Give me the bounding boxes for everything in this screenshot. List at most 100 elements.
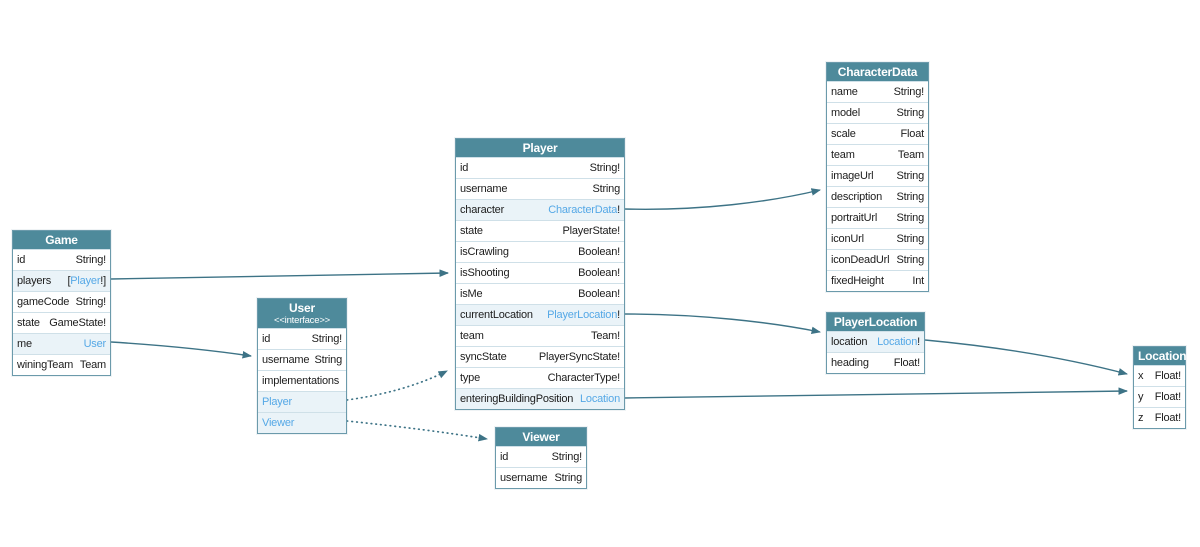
- field-name: team: [460, 330, 484, 342]
- field-row-game-players[interactable]: players[Player!]: [13, 270, 110, 291]
- type-text: !]: [100, 275, 106, 287]
- table-header-playerlocation[interactable]: PlayerLocation: [827, 313, 924, 331]
- field-type: String: [896, 212, 924, 224]
- type-text: String: [896, 212, 924, 224]
- type-link[interactable]: User: [83, 338, 107, 350]
- edge-Player.enteringBuildingPosition-to-Location: [623, 387, 1128, 399]
- field-name: username: [500, 472, 548, 484]
- type-link[interactable]: PlayerLocation: [547, 309, 618, 321]
- table-header-location[interactable]: Location: [1134, 347, 1187, 365]
- type-text: Boolean!: [578, 288, 620, 300]
- edge-PlayerLocation.location-to-Location: [924, 339, 1128, 376]
- type-text: String: [896, 191, 924, 203]
- type-text: String: [314, 354, 342, 366]
- type-link[interactable]: CharacterData: [548, 204, 618, 216]
- table-header-characterdata[interactable]: CharacterData: [827, 63, 928, 81]
- table-title: CharacterData: [837, 65, 918, 79]
- field-name: heading: [831, 357, 869, 369]
- table-header-viewer[interactable]: Viewer: [496, 428, 586, 446]
- field-type: Location!: [877, 336, 920, 348]
- table-header-player[interactable]: Player: [456, 139, 624, 157]
- field-name: x: [1138, 370, 1144, 382]
- field-name: gameCode: [17, 296, 70, 308]
- table-header-user[interactable]: User<<interface>>: [258, 299, 346, 328]
- edge-Player.currentLocation-to-PlayerLocation: [623, 313, 821, 335]
- field-row-game-gameCode[interactable]: gameCode String!: [13, 291, 110, 312]
- type-link[interactable]: Location: [580, 393, 620, 405]
- implementation-link[interactable]: Viewer: [262, 417, 295, 429]
- field-name: y: [1138, 391, 1144, 403]
- field-type: Team: [80, 359, 106, 371]
- table-header-game[interactable]: Game: [13, 231, 110, 249]
- implementation-link[interactable]: Player: [262, 396, 292, 408]
- type-text: Team: [897, 149, 924, 161]
- field-row-user-Viewer[interactable]: Viewer: [258, 412, 346, 433]
- type-link[interactable]: Player: [70, 275, 101, 287]
- field-type: String!: [76, 296, 107, 308]
- field-type: String!: [551, 451, 583, 463]
- field-type: String: [314, 354, 342, 366]
- table-title: Player: [522, 141, 558, 155]
- field-name: currentLocation: [460, 309, 533, 321]
- field-row-player-syncState[interactable]: syncState PlayerSyncState!: [456, 346, 624, 367]
- field-type: String: [896, 170, 924, 182]
- field-name: state: [460, 225, 483, 237]
- table-title: Viewer: [522, 430, 560, 444]
- field-name: id: [460, 162, 469, 174]
- field-name: syncState: [460, 351, 507, 363]
- type-text: String!: [551, 451, 583, 463]
- type-link[interactable]: Location: [877, 336, 918, 348]
- type-text: PlayerSyncState!: [538, 351, 620, 363]
- field-name: id: [17, 254, 26, 266]
- field-type: String: [592, 183, 620, 195]
- field-row-user-Player[interactable]: Player: [258, 391, 346, 412]
- edge-User.Viewer-to-Viewer: [346, 420, 488, 442]
- field-name: type: [460, 372, 480, 384]
- edge-User.Player-to-Player: [346, 370, 448, 401]
- edge-Game.me-to-User: [110, 341, 252, 359]
- field-row-user-implementations[interactable]: implementations: [258, 370, 346, 391]
